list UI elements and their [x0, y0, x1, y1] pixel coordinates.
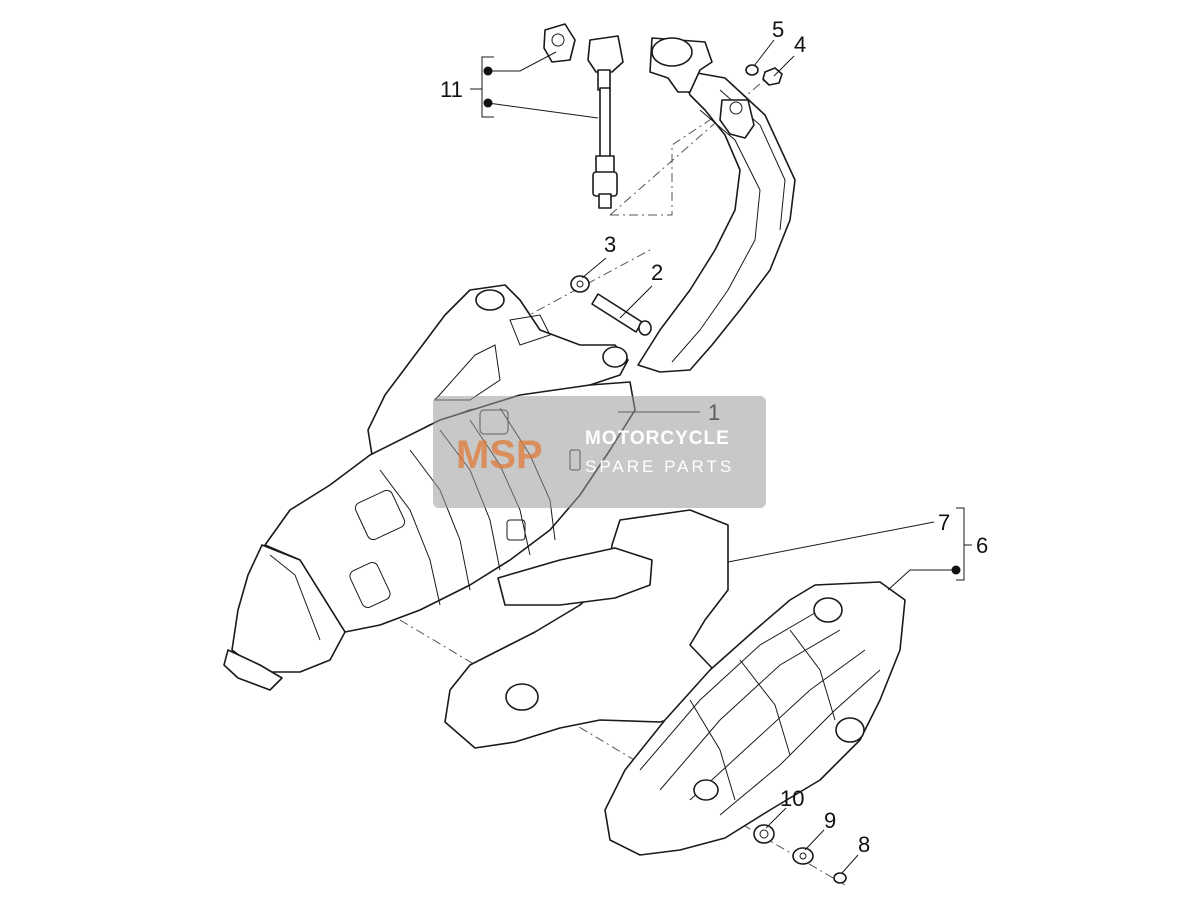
callout-4: 4 [794, 32, 806, 57]
callout-dots [483, 66, 961, 575]
watermark-logo: MSP [456, 433, 543, 477]
watermark-title: MOTORCYCLE [585, 428, 730, 449]
callout-10: 10 [780, 786, 804, 811]
heat-shield-gasket [444, 509, 729, 749]
spacer-10 [753, 824, 775, 844]
callout-7: 7 [938, 510, 950, 535]
callout-labels: 1 2 3 4 5 6 7 8 9 10 11 [440, 17, 988, 857]
callout-8: 8 [858, 832, 870, 857]
callout-3: 3 [604, 232, 616, 257]
lambda-sensor [543, 23, 624, 209]
watermark-subtitle: SPARE PARTS [585, 457, 734, 476]
screw-8 [833, 872, 847, 884]
mounting-bolt [591, 293, 652, 336]
washer-5 [745, 64, 759, 76]
callout-5: 5 [772, 17, 784, 42]
callout-2: 2 [651, 260, 663, 285]
callout-6: 6 [976, 533, 988, 558]
callout-11: 11 [440, 77, 463, 102]
watermark-box [433, 396, 766, 508]
callout-9: 9 [824, 808, 836, 833]
watermark: MSP MOTORCYCLE SPARE PARTS [433, 396, 766, 508]
heat-shield-cover [604, 581, 906, 856]
washer-3 [570, 275, 590, 293]
washer-9 [792, 847, 814, 865]
